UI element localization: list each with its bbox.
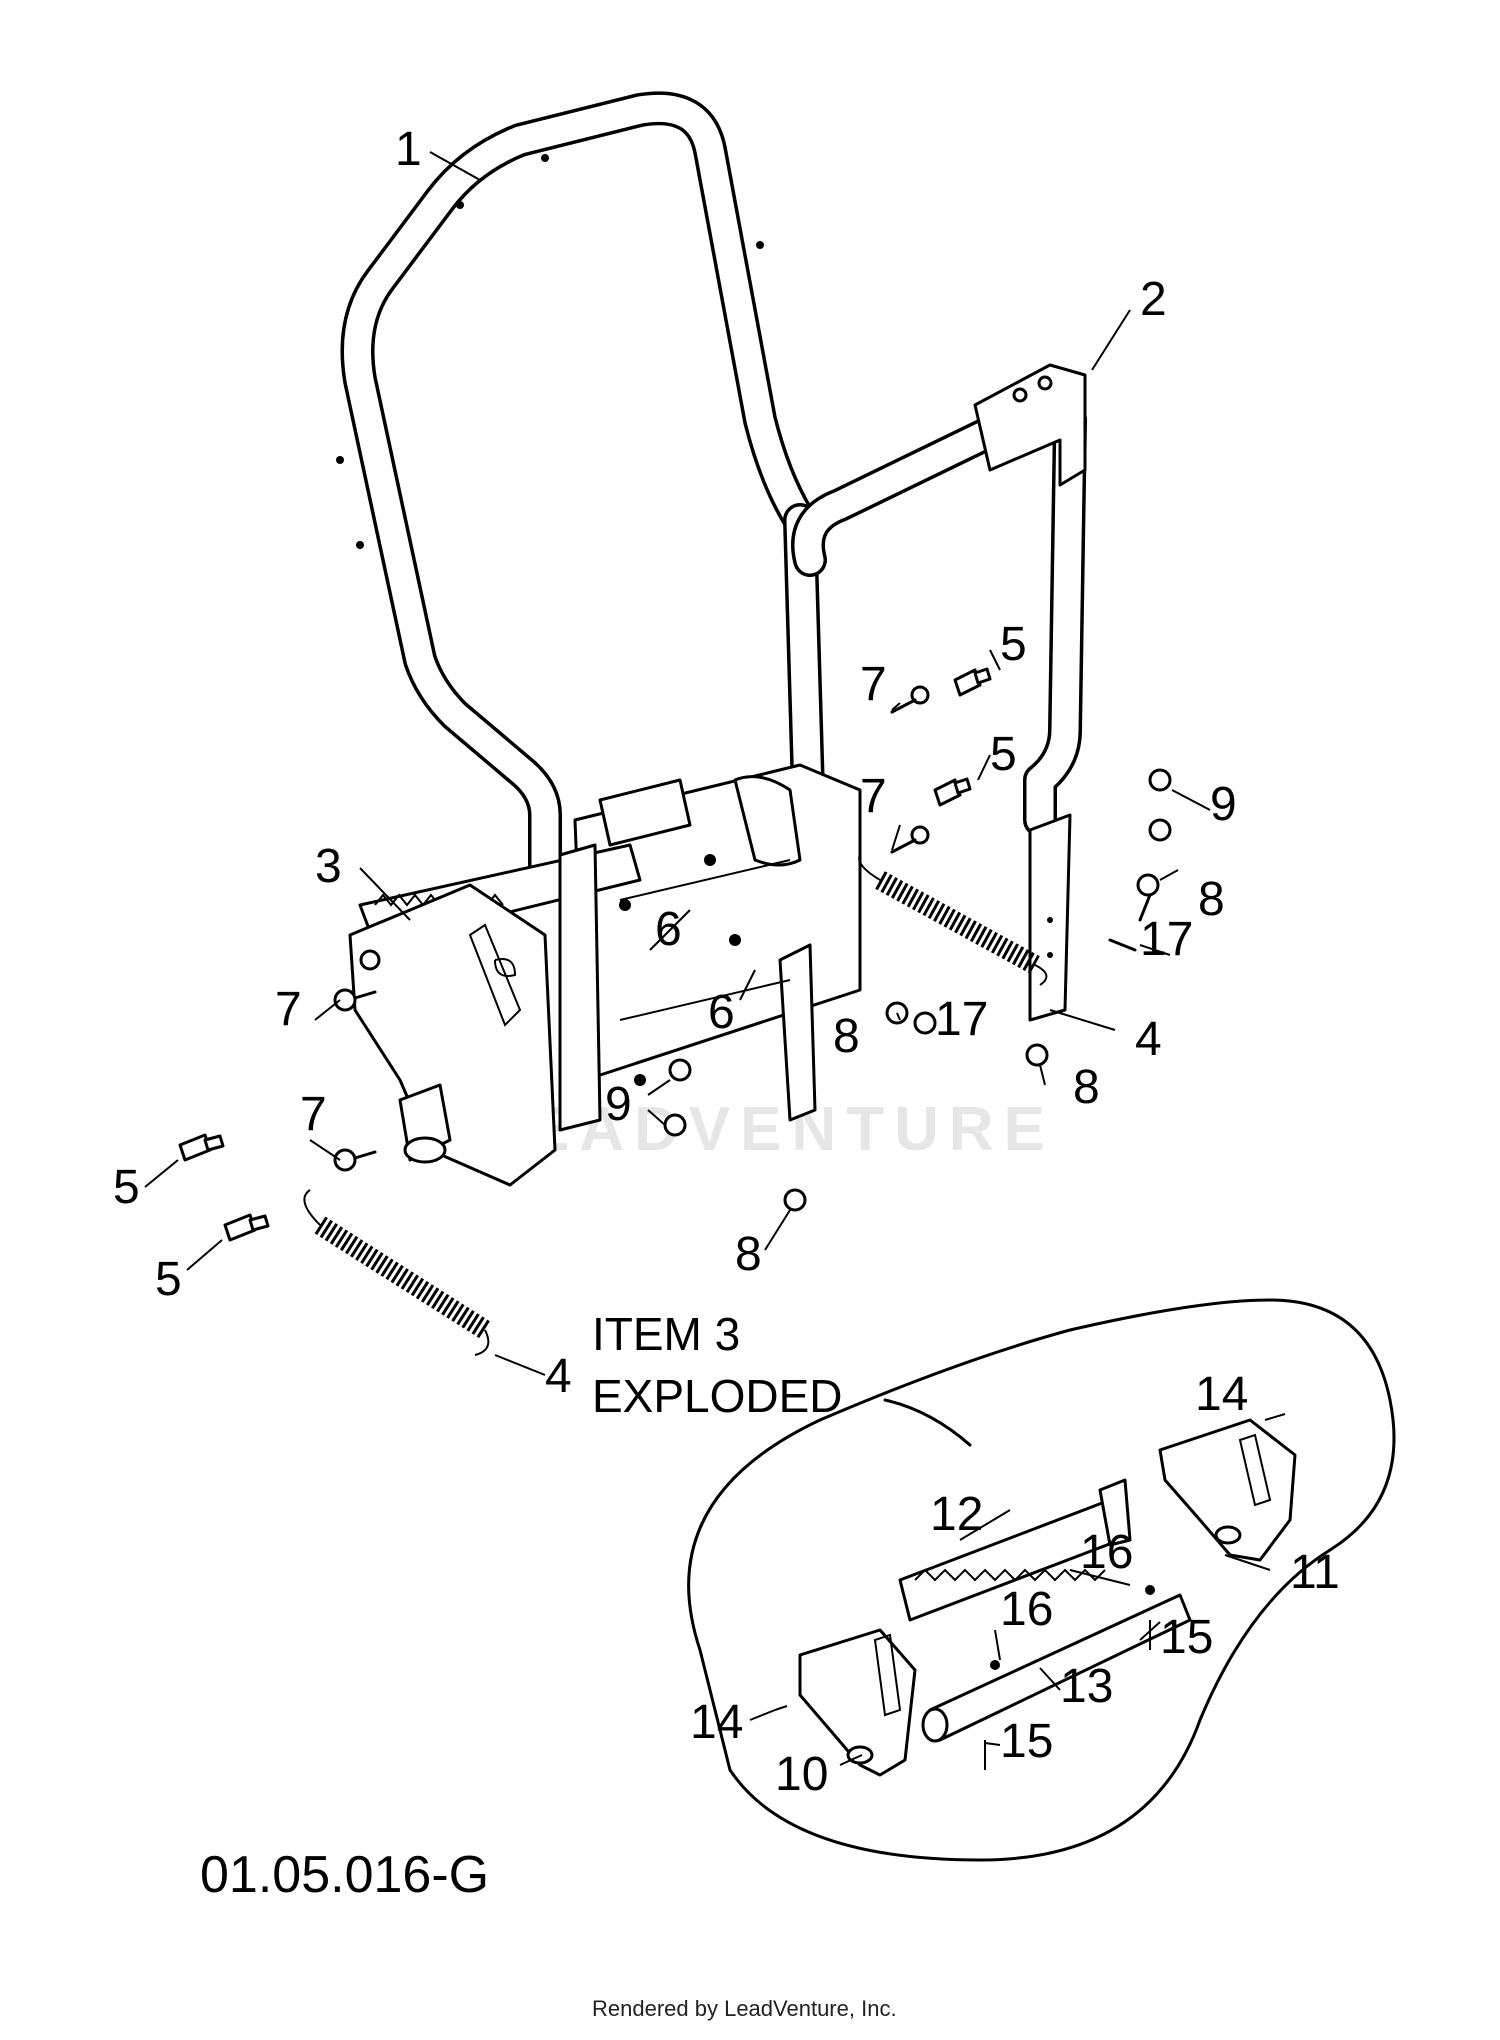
fastener-group (178, 667, 1172, 1242)
callout-9-center: 9 (605, 1078, 632, 1131)
callout-8-lower-right: 8 (1073, 1061, 1100, 1114)
callout-2: 2 (1140, 273, 1167, 326)
part-2-upper-frame (791, 363, 1087, 1022)
callout-7-left-upper: 7 (275, 983, 302, 1036)
callout-4-lower: 4 (545, 1350, 572, 1403)
callout-11: 11 (1290, 1546, 1340, 1599)
callout-16-upper: 16 (1080, 1526, 1133, 1579)
callout-14-upper: 14 (1195, 1368, 1248, 1421)
callout-1: 1 (395, 123, 422, 176)
exploded-caption-line1: ITEM 3 (592, 1308, 740, 1360)
part-4-spring-upper (858, 854, 1048, 986)
callout-9-right: 9 (1210, 778, 1237, 831)
callout-7-right-upper: 7 (860, 658, 887, 711)
leader-lines (144, 151, 1271, 1766)
part-4-spring-lower (303, 1189, 491, 1356)
callout-6-right: 6 (708, 986, 735, 1039)
callout-5-upper-right: 5 (1000, 618, 1027, 671)
callout-6-left: 6 (655, 903, 682, 956)
callout-13: 13 (1060, 1660, 1113, 1713)
callout-14-lower: 14 (690, 1696, 743, 1749)
callout-15-lower: 15 (1000, 1715, 1053, 1768)
render-credit: Rendered by LeadVenture, Inc. (592, 1996, 897, 2021)
exploded-view (687, 1298, 1396, 1862)
callout-12: 12 (930, 1488, 983, 1541)
callout-15-upper: 15 (1160, 1611, 1213, 1664)
callout-5-mid-right: 5 (990, 728, 1017, 781)
diagram-code: 01.05.016-G (200, 1846, 489, 1904)
callout-16-lower: 16 (1000, 1583, 1053, 1636)
callout-8-bottom: 8 (735, 1228, 762, 1281)
exploded-caption-line2: EXPLODED (592, 1370, 843, 1422)
callout-4-upper: 4 (1135, 1013, 1162, 1066)
callout-8-center: 8 (833, 1010, 860, 1063)
callout-5-bottom-left: 5 (155, 1253, 182, 1306)
callout-8-right: 8 (1198, 873, 1225, 926)
callout-5-lower-left: 5 (113, 1161, 140, 1214)
callout-7-left-lower: 7 (300, 1088, 327, 1141)
callout-17-center: 17 (935, 993, 988, 1046)
part-3-seat-adjuster-assembly (348, 763, 862, 1187)
callout-labels: 1 2 3 4 4 5 5 5 5 6 6 7 7 7 7 8 8 8 8 9 … (113, 123, 1340, 1801)
callout-3: 3 (315, 840, 342, 893)
callout-17-right: 17 (1140, 913, 1193, 966)
callout-10: 10 (775, 1748, 828, 1801)
callout-7-right-lower: 7 (860, 770, 887, 823)
